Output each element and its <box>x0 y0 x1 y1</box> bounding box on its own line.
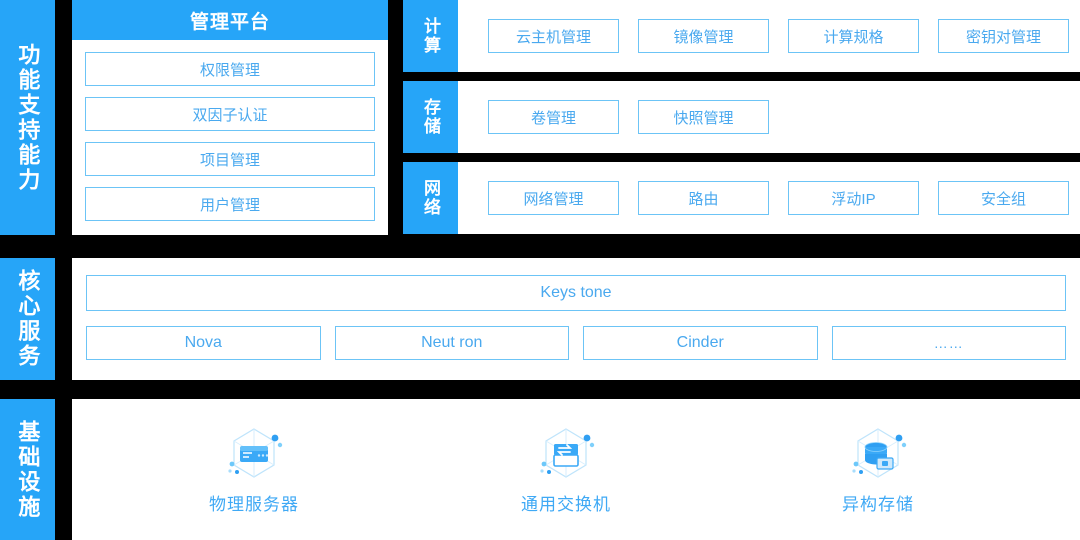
service-row-label-network: 网络 <box>403 162 458 234</box>
compute-item-keypair[interactable]: 密钥对管理 <box>938 19 1069 53</box>
core-service-cinder[interactable]: Cinder <box>583 326 818 360</box>
core-service-keystone[interactable]: Keys tone <box>86 275 1066 311</box>
management-platform-panel: 管理平台 权限管理 双因子认证 项目管理 用户管理 <box>72 0 388 235</box>
service-row-items-compute: 云主机管理 镜像管理 计算规格 密钥对管理 <box>458 0 1080 72</box>
service-row-items-storage: 卷管理 快照管理 <box>458 81 1080 153</box>
infrastructure-panel: 物理服务器 <box>72 399 1080 540</box>
core-service-nova[interactable]: Nova <box>86 326 321 360</box>
mgmt-item-user[interactable]: 用户管理 <box>85 187 375 221</box>
network-item-floating-ip[interactable]: 浮动IP <box>788 181 919 215</box>
infrastructure-label-switch: 通用交换机 <box>521 495 611 514</box>
management-platform-title: 管理平台 <box>72 0 388 40</box>
compute-item-image[interactable]: 镜像管理 <box>638 19 769 53</box>
layer-label-infrastructure: 基础设施 <box>0 399 55 540</box>
mgmt-item-permission[interactable]: 权限管理 <box>85 52 375 86</box>
core-service-neutron[interactable]: Neut ron <box>334 326 569 360</box>
service-row-label-storage: 存储 <box>403 81 458 153</box>
service-row-compute: 计算 云主机管理 镜像管理 计算规格 密钥对管理 <box>403 0 1080 72</box>
compute-item-flavor[interactable]: 计算规格 <box>788 19 919 53</box>
network-item-router[interactable]: 路由 <box>638 181 769 215</box>
core-service-more[interactable]: …… <box>831 326 1066 360</box>
network-item-security-group[interactable]: 安全组 <box>938 181 1069 215</box>
core-services-panel: Keys tone Nova Neut ron Cinder …… <box>72 258 1080 380</box>
management-platform-list: 权限管理 双因子认证 项目管理 用户管理 <box>72 40 388 231</box>
compute-item-cloud-host[interactable]: 云主机管理 <box>488 19 619 53</box>
service-row-network: 网络 网络管理 路由 浮动IP 安全组 <box>403 162 1080 234</box>
service-row-label-compute: 计算 <box>403 0 458 72</box>
infrastructure-item-heterogeneous-storage[interactable]: 异构存储 <box>808 424 948 515</box>
storage-hexagon-icon <box>847 424 909 486</box>
layer-label-capability: 功能支持能力 <box>0 0 55 235</box>
storage-item-snapshot[interactable]: 快照管理 <box>638 100 769 134</box>
layer-label-core: 核心服务 <box>0 258 55 380</box>
core-services-list: Nova Neut ron Cinder …… <box>86 326 1066 360</box>
service-row-storage: 存储 卷管理 快照管理 <box>403 81 1080 153</box>
network-item-network-mgmt[interactable]: 网络管理 <box>488 181 619 215</box>
infrastructure-item-switch[interactable]: 通用交换机 <box>496 424 636 515</box>
switch-hexagon-icon <box>535 424 597 486</box>
infrastructure-label-physical-server: 物理服务器 <box>209 495 299 514</box>
server-hexagon-icon <box>223 424 285 486</box>
infrastructure-item-physical-server[interactable]: 物理服务器 <box>184 424 324 515</box>
storage-item-volume[interactable]: 卷管理 <box>488 100 619 134</box>
infrastructure-label-heterogeneous-storage: 异构存储 <box>842 495 914 514</box>
service-row-items-network: 网络管理 路由 浮动IP 安全组 <box>458 162 1080 234</box>
mgmt-item-two-factor-auth[interactable]: 双因子认证 <box>85 97 375 131</box>
mgmt-item-project[interactable]: 项目管理 <box>85 142 375 176</box>
